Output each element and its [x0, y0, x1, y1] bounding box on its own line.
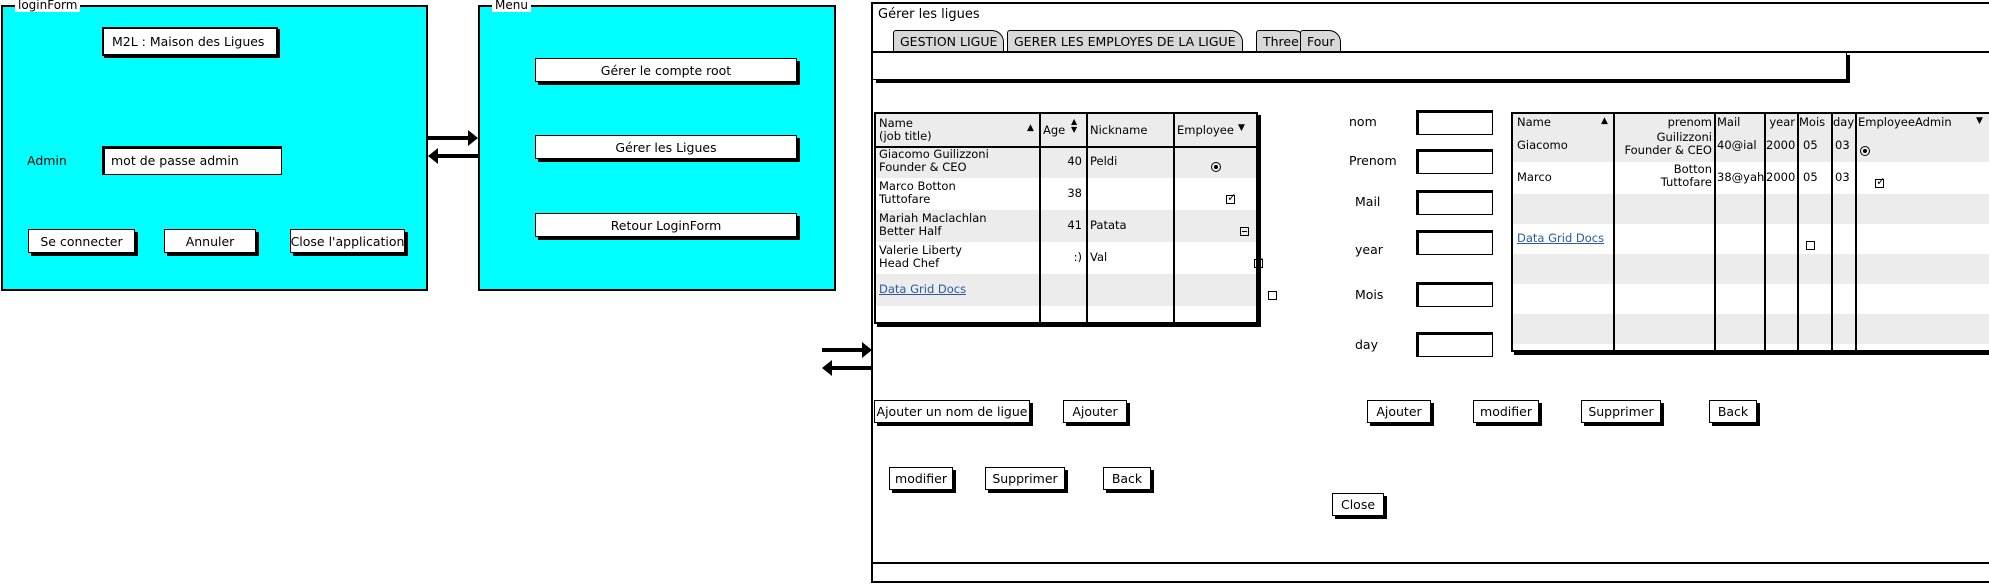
- menu-title: Menu: [492, 0, 531, 12]
- grid1-cell-age: 41: [1067, 219, 1082, 232]
- grid2-cell-day: 03: [1835, 171, 1850, 184]
- modify-league-button[interactable]: modifier: [889, 467, 953, 490]
- add-league-name-button[interactable]: Ajouter un nom de ligue: [874, 400, 1030, 423]
- delete-league-button[interactable]: Supprimer: [985, 467, 1065, 490]
- back-league-button[interactable]: Back: [1103, 467, 1151, 490]
- admin-password-input[interactable]: mot de passe admin: [102, 146, 282, 175]
- grid1-cell-age: 38: [1067, 187, 1082, 200]
- cancel-button[interactable]: Annuler: [164, 229, 256, 253]
- checkbox-indeterminate-icon[interactable]: [1240, 227, 1250, 236]
- grid2-cell-prenom: Guilizzoni Founder & CEO: [1624, 131, 1712, 157]
- status-bar: [873, 562, 1989, 564]
- grid1-cell-name: Valerie Liberty Head Chef: [879, 244, 962, 270]
- radio-selected-icon[interactable]: [1860, 146, 1870, 156]
- nom-input[interactable]: [1416, 110, 1493, 135]
- sort-both-icon[interactable]: ▲▼: [1071, 117, 1078, 134]
- mois-label: Mois: [1355, 287, 1384, 302]
- year-input[interactable]: [1416, 230, 1493, 255]
- grid2-cell-mail: 38@yah: [1717, 171, 1765, 184]
- data-grid-docs-link[interactable]: Data Grid Docs: [1517, 232, 1605, 245]
- checkbox-checked-icon[interactable]: ✓: [1254, 255, 1265, 268]
- tab-content-bar: [873, 52, 1847, 80]
- tab-three[interactable]: Three: [1256, 30, 1306, 52]
- grid1-cell-age: :): [1073, 251, 1082, 264]
- employees-data-grid[interactable]: Name (job title) ▲ Age ▲▼ Nickname Emplo…: [874, 112, 1278, 324]
- sort-asc-icon[interactable]: ▲: [1027, 123, 1034, 133]
- grid1-header-name[interactable]: Name (job title): [879, 117, 932, 143]
- add-employee-button[interactable]: Ajouter: [1367, 400, 1431, 423]
- checkbox-unchecked-icon[interactable]: [1268, 291, 1278, 300]
- mail-input[interactable]: [1416, 190, 1493, 215]
- grid1-header-nickname[interactable]: Nickname: [1090, 124, 1148, 137]
- login-form-title: loginForm: [15, 0, 81, 12]
- grid1-header-employee[interactable]: Employee: [1177, 124, 1234, 137]
- app-name-label: M2L : Maison des Ligues: [102, 27, 278, 56]
- login-form-window: loginForm M2L : Maison des Ligues Admin …: [1, 0, 428, 291]
- grid2-header-mois[interactable]: Mois: [1799, 116, 1826, 129]
- grid2-cell-name: Marco: [1517, 171, 1552, 184]
- prenom-input[interactable]: [1416, 149, 1493, 174]
- close-button[interactable]: Close: [1332, 493, 1384, 516]
- grid1-cell-age: 40: [1067, 155, 1082, 168]
- admin-label: Admin: [27, 153, 67, 168]
- grid2-cell-prenom: Botton Tuttofare: [1660, 163, 1712, 189]
- close-application-button[interactable]: Close l'application: [290, 229, 405, 253]
- tab-four[interactable]: Four: [1300, 30, 1342, 52]
- day-label: day: [1355, 337, 1378, 352]
- manage-leagues-window: Gérer les ligues GESTION LIGUE GERER LES…: [871, 2, 1989, 583]
- double-arrow-icon: [428, 130, 478, 164]
- chevron-down-icon[interactable]: ▼: [1238, 123, 1245, 133]
- league-employees-data-grid[interactable]: Name ▲ prenom Mail year Mois day Employe…: [1511, 112, 1989, 352]
- grid2-cell-mois: 05: [1803, 139, 1818, 152]
- grid1-cell-nick: Patata: [1090, 219, 1127, 232]
- grid2-header-prenom[interactable]: prenom: [1667, 116, 1712, 129]
- grid2-header-name[interactable]: Name: [1517, 116, 1551, 129]
- grid2-header-year[interactable]: year: [1769, 116, 1795, 129]
- grid1-header-age[interactable]: Age: [1043, 124, 1066, 137]
- grid2-header-mail[interactable]: Mail: [1717, 116, 1741, 129]
- manage-root-account-button[interactable]: Gérer le compte root: [535, 58, 797, 82]
- checkbox-unchecked-icon[interactable]: [1806, 241, 1816, 250]
- grid1-cell-name: Marco Botton Tuttofare: [879, 180, 956, 206]
- sort-asc-icon[interactable]: ▲: [1601, 116, 1608, 126]
- nom-label: nom: [1349, 114, 1377, 129]
- connect-button[interactable]: Se connecter: [28, 229, 135, 253]
- grid1-cell-nick: Peldi: [1090, 155, 1118, 168]
- day-input[interactable]: [1416, 332, 1493, 357]
- grid2-cell-day: 03: [1835, 139, 1850, 152]
- year-label: year: [1355, 242, 1383, 257]
- manage-leagues-button[interactable]: Gérer les Ligues: [535, 135, 797, 159]
- checkbox-checked-icon[interactable]: ✓: [1226, 191, 1237, 204]
- back-employee-button[interactable]: Back: [1709, 400, 1757, 423]
- grid2-header-employee-admin[interactable]: EmployeeAdmin: [1858, 116, 1952, 129]
- tab-underline: [873, 51, 1989, 53]
- double-arrow-icon: [822, 342, 872, 376]
- data-grid-docs-link[interactable]: Data Grid Docs: [879, 283, 967, 296]
- grid2-cell-year: 2000: [1766, 139, 1796, 152]
- mail-label: Mail: [1355, 194, 1381, 209]
- radio-selected-icon[interactable]: [1211, 162, 1221, 172]
- grid2-cell-name: Giacomo: [1517, 139, 1568, 152]
- chevron-down-icon[interactable]: ▼: [1976, 116, 1983, 126]
- grid1-cell-name: Giacomo Guilizzoni Founder & CEO: [879, 148, 989, 174]
- grid1-cell-name: Mariah Maclachlan Better Half: [879, 212, 987, 238]
- back-to-login-button[interactable]: Retour LoginForm: [535, 213, 797, 237]
- grid2-cell-mois: 05: [1803, 171, 1818, 184]
- checkbox-checked-icon[interactable]: ✓: [1875, 175, 1886, 188]
- tab-gerer-employes[interactable]: GERER LES EMPLOYES DE LA LIGUE: [1007, 30, 1243, 52]
- modify-employee-button[interactable]: modifier: [1473, 400, 1539, 423]
- tab-gestion-ligue[interactable]: GESTION LIGUE: [893, 30, 1005, 52]
- window-title: Gérer les ligues: [878, 7, 980, 22]
- mois-input[interactable]: [1416, 282, 1493, 307]
- delete-employee-button[interactable]: Supprimer: [1581, 400, 1661, 423]
- grid2-cell-mail: 40@ial: [1717, 139, 1757, 152]
- add-league-button[interactable]: Ajouter: [1063, 400, 1127, 423]
- grid2-cell-year: 2000: [1766, 171, 1796, 184]
- grid1-cell-nick: Val: [1090, 251, 1108, 264]
- prenom-label: Prenom: [1349, 153, 1397, 168]
- grid2-header-day[interactable]: day: [1833, 116, 1855, 129]
- menu-window: Menu Gérer le compte root Gérer les Ligu…: [478, 0, 836, 291]
